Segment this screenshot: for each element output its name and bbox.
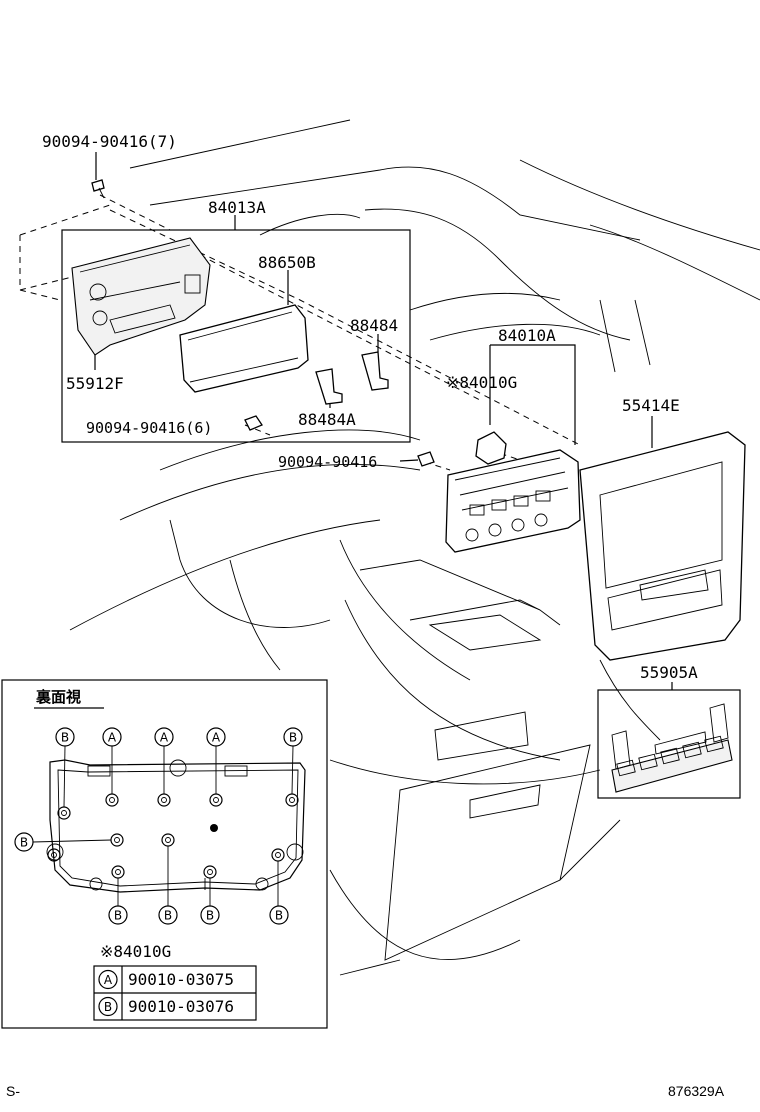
marker-a: A — [102, 727, 122, 747]
callout-84010a: 84010A — [498, 326, 556, 345]
marker-a: A — [154, 727, 174, 747]
inset-reference: ※84010G — [100, 942, 171, 961]
callout-55912f: 55912F — [66, 374, 124, 393]
callout-84010g: ※84010G — [446, 373, 517, 392]
marker-b: B — [200, 905, 220, 925]
callout-88484a: 88484A — [298, 410, 356, 429]
rear-view-title: 裏面視 — [35, 688, 81, 706]
svg-text:B: B — [206, 909, 214, 923]
callout-88484: 88484 — [350, 316, 398, 335]
dashboard-outline — [69, 119, 760, 976]
screw-drawings — [91, 179, 435, 467]
panel-55414e-drawing — [579, 431, 746, 661]
rear-view-screw-holes — [47, 793, 299, 879]
callout-55905a: 55905A — [640, 663, 698, 682]
svg-text:90010-03076: 90010-03076 — [128, 997, 234, 1016]
subassembly-frame — [61, 229, 411, 443]
marker-b: B — [283, 727, 303, 747]
svg-text:B: B — [275, 909, 283, 923]
rear-view-marker-leaders — [32, 745, 294, 906]
rear-view-inset-frame — [1, 679, 328, 1029]
svg-text:B: B — [114, 909, 122, 923]
control-unit-84010a-drawing — [445, 449, 581, 553]
rear-view-unit-outline — [46, 759, 306, 893]
svg-text:B: B — [104, 1000, 112, 1014]
callout-84013a: 84013A — [208, 198, 266, 217]
svg-text:90010-03075: 90010-03075 — [128, 970, 234, 989]
callout-88650b: 88650B — [258, 253, 316, 272]
knob-84010g-drawing — [475, 431, 507, 465]
svg-text:B: B — [164, 909, 172, 923]
marker-b: B — [55, 727, 75, 747]
svg-text:B: B — [289, 731, 297, 745]
footer-left: S- — [6, 1083, 20, 1099]
clip-drawings — [315, 351, 389, 405]
callout-screw-6: 90094-90416(6) — [86, 419, 212, 437]
svg-text:A: A — [160, 731, 169, 745]
svg-text:A: A — [104, 973, 113, 987]
switch-frame — [597, 689, 741, 799]
legend-table: A 90010-03075 B 90010-03076 — [93, 965, 257, 1021]
svg-text:B: B — [20, 836, 28, 850]
callout-screw-top: 90094-90416(7) — [42, 132, 177, 151]
legend-row-b: B 90010-03076 — [98, 996, 234, 1017]
marker-b: B — [158, 905, 178, 925]
svg-text:A: A — [212, 731, 221, 745]
footer-drawing-id: 876329A — [668, 1083, 725, 1099]
bezel-84013a-drawing — [71, 237, 211, 356]
board-88650b-drawing — [179, 304, 309, 393]
marker-a: A — [206, 727, 226, 747]
leader-lines — [94, 152, 673, 690]
svg-text:A: A — [108, 731, 117, 745]
marker-b: B — [14, 832, 34, 852]
callout-screw-single: 90094-90416 — [278, 453, 377, 471]
marker-b: B — [108, 905, 128, 925]
svg-text:B: B — [61, 731, 69, 745]
marker-b: B — [269, 905, 289, 925]
callout-55414e: 55414E — [622, 396, 680, 415]
switch-55905a-drawing — [611, 703, 733, 793]
legend-row-a: A 90010-03075 — [98, 969, 234, 990]
